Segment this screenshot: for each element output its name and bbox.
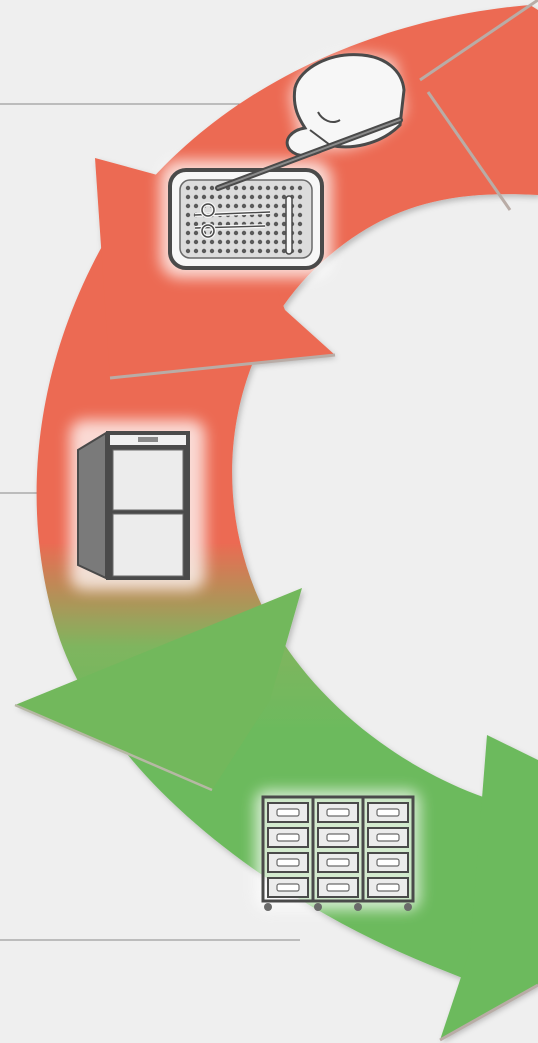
storage-rack-with-baskets-icon bbox=[255, 790, 420, 911]
sterilizer-cabinet-icon bbox=[70, 420, 205, 590]
